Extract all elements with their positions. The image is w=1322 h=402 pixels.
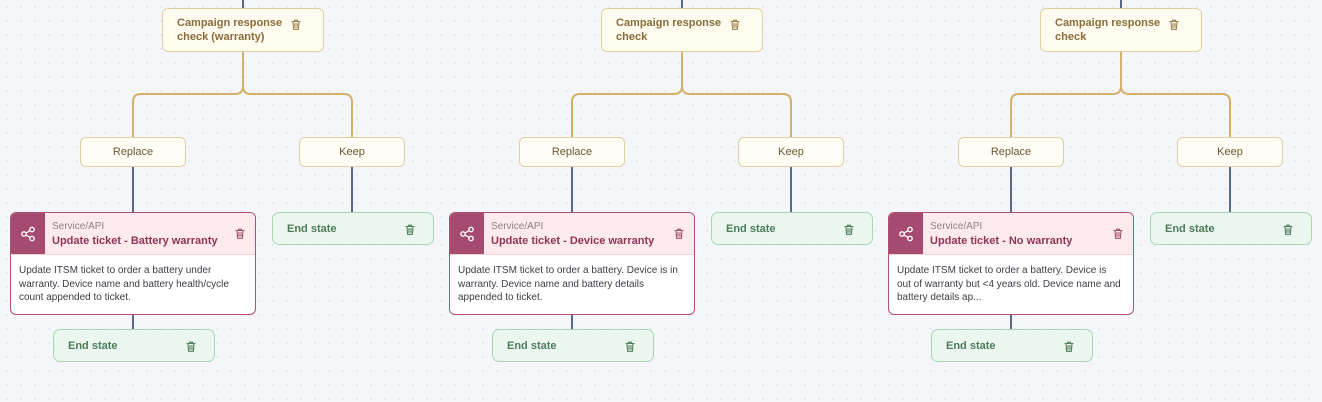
api-node-header: Service/API Update ticket - Device warra… xyxy=(450,213,694,255)
branch-label: Replace xyxy=(990,146,1032,158)
end-state-node[interactable]: End state xyxy=(272,212,434,245)
share-nodes-icon xyxy=(11,213,45,254)
trash-icon[interactable] xyxy=(625,341,635,352)
end-state-node[interactable]: End state xyxy=(492,329,654,362)
trash-icon[interactable] xyxy=(1113,228,1123,239)
api-title: Update ticket - Device warranty xyxy=(491,235,655,247)
api-kind: Service/API xyxy=(930,221,983,232)
branch-connector xyxy=(1120,85,1231,137)
campaign-check-node[interactable]: Campaign response check xyxy=(601,8,763,52)
api-title: Update ticket - No warranty xyxy=(930,235,1073,247)
end-state-label: End state xyxy=(1165,222,1215,235)
branch-replace[interactable]: Replace xyxy=(80,137,186,167)
campaign-check-node[interactable]: Campaign response check (warranty) xyxy=(162,8,324,52)
end-state-node[interactable]: End state xyxy=(1150,212,1312,245)
branch-label: Replace xyxy=(112,146,154,158)
end-state-label: End state xyxy=(507,339,557,352)
service-api-node[interactable]: Service/API Update ticket - No warranty … xyxy=(888,212,1134,315)
share-nodes-icon xyxy=(450,213,484,254)
branch-connector xyxy=(242,85,353,137)
end-state-node[interactable]: End state xyxy=(53,329,215,362)
branch-label: Keep xyxy=(778,146,804,158)
branch-keep[interactable]: Keep xyxy=(738,137,844,167)
end-state-label: End state xyxy=(726,222,776,235)
trash-icon[interactable] xyxy=(844,224,854,235)
trash-icon[interactable] xyxy=(186,341,196,352)
end-state-label: End state xyxy=(287,222,337,235)
api-kind: Service/API xyxy=(52,221,105,232)
api-node-header: Service/API Update ticket - Battery warr… xyxy=(11,213,255,255)
end-state-label: End state xyxy=(68,339,118,352)
check-label: Campaign response check (warranty) xyxy=(177,17,283,43)
api-title: Update ticket - Battery warranty xyxy=(52,235,218,247)
end-state-label: End state xyxy=(946,339,996,352)
branch-connector xyxy=(132,52,244,137)
api-node-header: Service/API Update ticket - No warranty xyxy=(889,213,1133,255)
branch-label: Keep xyxy=(1217,146,1243,158)
trash-icon[interactable] xyxy=(235,228,245,239)
check-label: Campaign response check xyxy=(616,17,722,43)
end-state-node[interactable]: End state xyxy=(711,212,873,245)
branch-label: Keep xyxy=(339,146,365,158)
check-label: Campaign response check xyxy=(1055,17,1161,43)
branch-replace[interactable]: Replace xyxy=(958,137,1064,167)
trash-icon[interactable] xyxy=(1283,224,1293,235)
branch-label: Replace xyxy=(551,146,593,158)
trash-icon[interactable] xyxy=(291,19,301,30)
end-state-node[interactable]: End state xyxy=(931,329,1093,362)
trash-icon[interactable] xyxy=(1064,341,1074,352)
api-description: Update ITSM ticket to order a battery. D… xyxy=(897,265,1121,303)
trash-icon[interactable] xyxy=(674,228,684,239)
branch-connector xyxy=(571,52,683,137)
trash-icon[interactable] xyxy=(405,224,415,235)
api-description: Update ITSM ticket to order a battery un… xyxy=(19,265,229,303)
branch-keep[interactable]: Keep xyxy=(299,137,405,167)
branch-replace[interactable]: Replace xyxy=(519,137,625,167)
api-kind: Service/API xyxy=(491,221,544,232)
branch-connector xyxy=(681,85,792,137)
service-api-node[interactable]: Service/API Update ticket - Battery warr… xyxy=(10,212,256,315)
trash-icon[interactable] xyxy=(1169,19,1179,30)
service-api-node[interactable]: Service/API Update ticket - Device warra… xyxy=(449,212,695,315)
api-description: Update ITSM ticket to order a battery. D… xyxy=(458,265,678,303)
share-nodes-icon xyxy=(889,213,923,254)
campaign-check-node[interactable]: Campaign response check xyxy=(1040,8,1202,52)
branch-keep[interactable]: Keep xyxy=(1177,137,1283,167)
branch-connector xyxy=(1010,52,1122,137)
trash-icon[interactable] xyxy=(730,19,740,30)
